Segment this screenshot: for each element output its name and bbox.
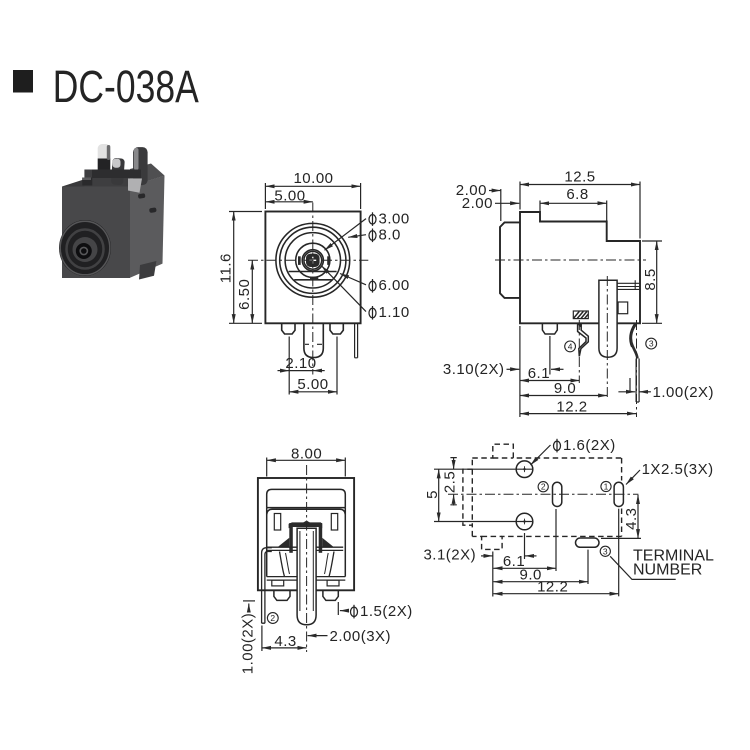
- svg-text:4.3: 4.3: [623, 508, 640, 530]
- svg-text:3.1(2X): 3.1(2X): [423, 546, 476, 563]
- svg-text:12.2: 12.2: [556, 399, 587, 416]
- svg-text:5.00: 5.00: [297, 376, 328, 393]
- svg-text:6.1: 6.1: [503, 553, 525, 570]
- svg-text:6.1: 6.1: [528, 365, 550, 382]
- svg-text:6.00: 6.00: [379, 277, 410, 294]
- svg-text:11.6: 11.6: [218, 253, 235, 283]
- svg-text:2.00(3X): 2.00(3X): [330, 628, 392, 645]
- svg-text:1X2.5(3X): 1X2.5(3X): [642, 461, 714, 478]
- svg-text:2.10: 2.10: [285, 355, 316, 372]
- svg-text:TERMINAL: TERMINAL: [633, 548, 714, 565]
- svg-text:10.00: 10.00: [293, 170, 333, 187]
- svg-text:2.5: 2.5: [441, 471, 458, 493]
- svg-text:1.5(2X): 1.5(2X): [360, 603, 413, 620]
- svg-text:8.5: 8.5: [642, 268, 659, 290]
- svg-text:3: 3: [603, 546, 608, 556]
- svg-text:9.0: 9.0: [554, 380, 576, 397]
- svg-text:NUMBER: NUMBER: [633, 561, 702, 578]
- svg-text:4.3: 4.3: [274, 633, 296, 650]
- svg-text:1: 1: [604, 482, 609, 492]
- svg-text:3.00: 3.00: [379, 210, 410, 227]
- svg-text:6.8: 6.8: [566, 186, 588, 203]
- svg-text:2.00: 2.00: [462, 195, 493, 212]
- svg-text:5.00: 5.00: [274, 187, 305, 204]
- svg-text:1.6(2X): 1.6(2X): [563, 437, 616, 454]
- svg-text:12.2: 12.2: [537, 579, 568, 596]
- svg-text:1.10: 1.10: [379, 304, 410, 321]
- svg-text:DC-038A: DC-038A: [53, 61, 200, 112]
- svg-text:1.00(2X): 1.00(2X): [653, 384, 715, 401]
- svg-text:2.00: 2.00: [456, 182, 487, 199]
- svg-text:9.0: 9.0: [520, 567, 542, 584]
- svg-text:2: 2: [270, 613, 275, 623]
- svg-text:1.00(2X): 1.00(2X): [240, 613, 257, 675]
- svg-text:3: 3: [649, 339, 654, 349]
- svg-text:12.5: 12.5: [564, 168, 595, 185]
- svg-text:5: 5: [424, 490, 441, 499]
- svg-text:6.50: 6.50: [236, 279, 253, 310]
- svg-text:2: 2: [541, 482, 546, 492]
- svg-text:8.00: 8.00: [291, 445, 322, 462]
- svg-text:3.10(2X): 3.10(2X): [443, 361, 505, 378]
- svg-text:4: 4: [568, 341, 573, 351]
- svg-text:8.0: 8.0: [379, 227, 401, 244]
